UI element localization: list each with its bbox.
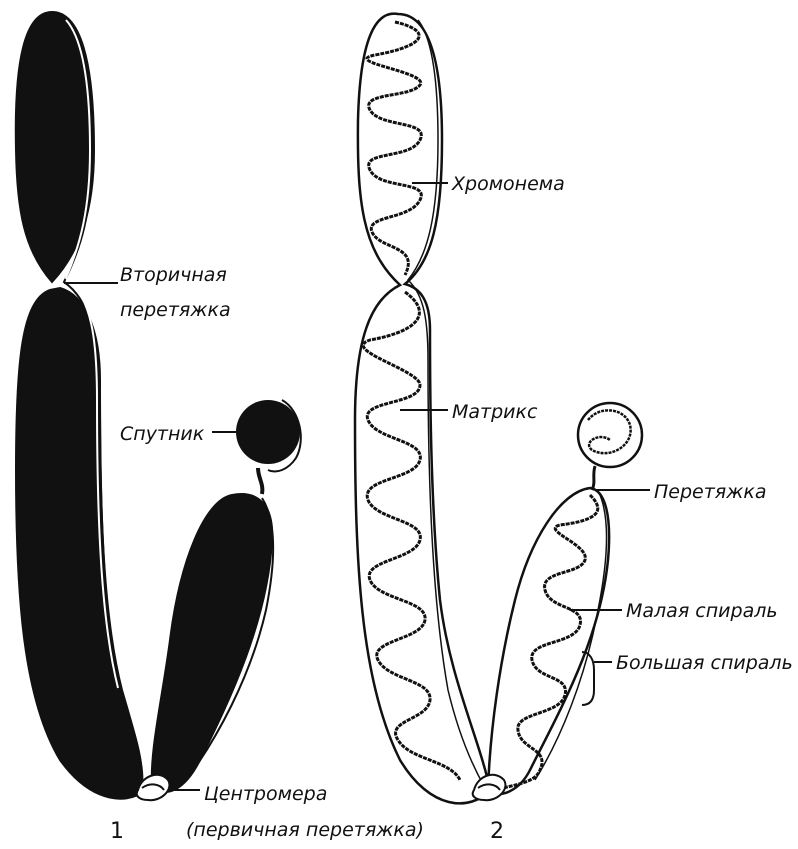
label-secondary-constriction-1: Вторичная [120, 264, 227, 286]
label-centromere-2: (первичная перетяжка) [186, 819, 424, 841]
major-spiral-bracket [582, 652, 594, 705]
label-minor-spiral: Малая спираль [626, 600, 778, 622]
satellite-stalk [258, 468, 262, 494]
long-arm-lower-segment [16, 288, 142, 799]
label-matrix: Матрикс [452, 401, 538, 423]
label-satellite: Спутник [120, 423, 205, 445]
label-major-spiral: Большая спираль [616, 652, 793, 674]
panel-number-1: 1 [110, 819, 124, 844]
label-chromonema: Хромонема [451, 173, 565, 195]
panel-number-2: 2 [490, 819, 504, 844]
panel-1-chromosome [16, 12, 301, 800]
satellite-2-stalk [592, 466, 595, 490]
satellite-2-body [578, 403, 642, 467]
label-centromere-1: Центромера [204, 783, 327, 805]
satellite-body [236, 400, 300, 464]
label-secondary-constriction-2: перетяжка [120, 299, 231, 321]
label-constriction: Перетяжка [654, 481, 766, 503]
short-arm [152, 494, 272, 792]
